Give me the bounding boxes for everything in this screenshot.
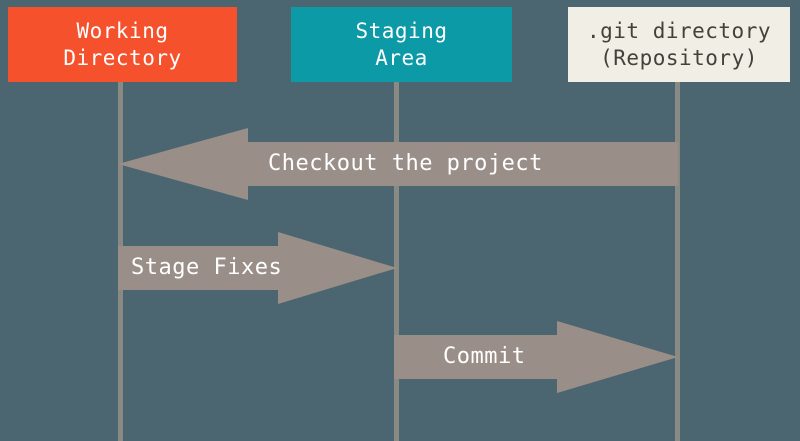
arrow-commit: Commit — [394, 321, 678, 393]
node-working-directory: Working Directory — [8, 7, 237, 82]
node-working-directory-label-line2: Directory — [63, 45, 182, 70]
arrow-checkout-label: Checkout the project — [268, 151, 543, 176]
node-staging-area-label-line2: Area — [375, 45, 428, 70]
node-git-directory: .git directory (Repository) — [568, 7, 790, 82]
node-git-directory-label-line2: (Repository) — [600, 45, 758, 70]
arrow-commit-polygon — [394, 321, 678, 393]
node-staging-area: Staging Area — [291, 7, 512, 82]
arrow-commit-shape — [394, 321, 678, 393]
arrow-stage-fixes: Stage Fixes — [118, 232, 397, 304]
arrow-checkout-shape — [118, 128, 678, 200]
arrow-checkout-polygon — [118, 128, 678, 200]
arrow-checkout-the-project: Checkout the project — [118, 128, 678, 200]
arrow-commit-label: Commit — [443, 344, 526, 369]
arrow-stage-fixes-polygon — [118, 232, 397, 304]
lifeline-staging-area — [394, 82, 399, 441]
node-staging-area-label-line1: Staging — [355, 18, 448, 43]
arrow-stage-fixes-shape — [118, 232, 397, 304]
node-git-directory-label-line1: .git directory — [586, 18, 771, 43]
node-working-directory-label-line1: Working — [76, 18, 169, 43]
lifeline-git-directory — [675, 82, 680, 441]
arrow-stage-fixes-label: Stage Fixes — [131, 255, 283, 280]
